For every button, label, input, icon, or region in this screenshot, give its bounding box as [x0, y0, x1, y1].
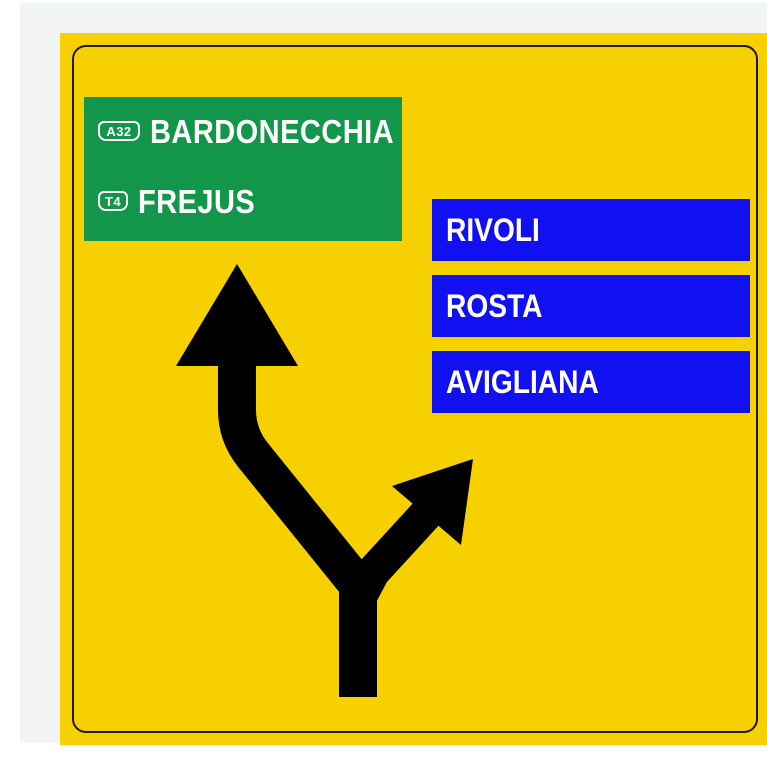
green-row-bardonecchia: A32 BARDONECCHIA [98, 109, 427, 153]
destination-rivoli: RIVOLI [446, 212, 540, 248]
right-arrow-shaft [343, 500, 441, 609]
sign-border [72, 45, 758, 733]
destination-rosta: ROSTA [446, 288, 543, 324]
straight-arrow-head [176, 264, 298, 366]
destination-bardonecchia: BARDONECCHIA [150, 112, 395, 150]
blue-panel-rosta: ROSTA [432, 275, 750, 337]
destination-avigliana: AVIGLIANA [446, 364, 599, 400]
straight-arrow-shaft [218, 345, 377, 697]
motorway-shield-icon: A32 [98, 121, 140, 141]
green-destination-panel: A32 BARDONECCHIA T4 FREJUS [84, 97, 402, 241]
tunnel-shield-icon: T4 [98, 191, 128, 211]
green-row-frejus: T4 FREJUS [98, 179, 271, 223]
right-arrow-head [392, 459, 473, 545]
blue-panel-avigliana: AVIGLIANA [432, 351, 750, 413]
destination-frejus: FREJUS [138, 182, 256, 220]
blue-panel-rivoli: RIVOLI [432, 199, 750, 261]
